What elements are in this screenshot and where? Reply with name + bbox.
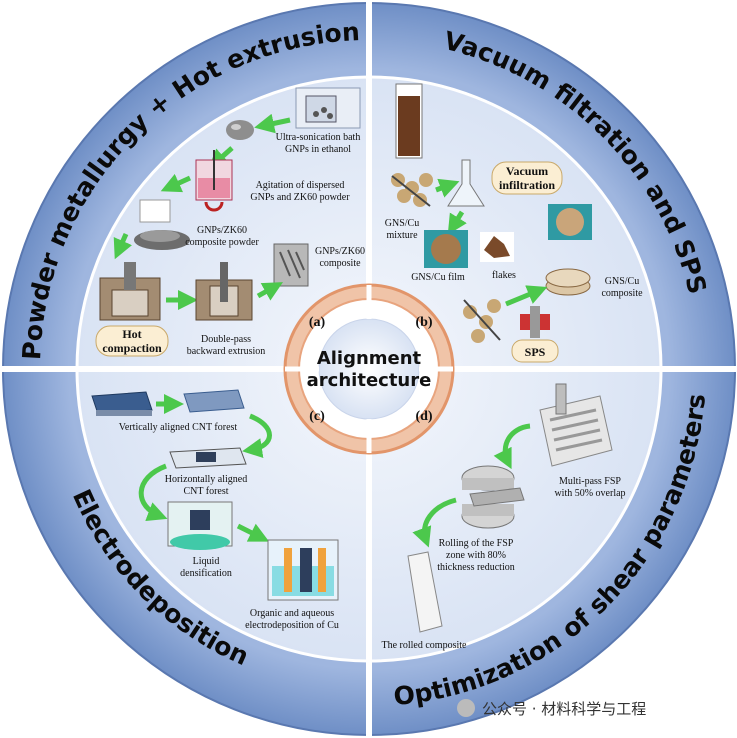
quadrant-letter-b: (b) [415,315,432,330]
arrow-b2 [447,210,467,235]
label-rolling-1: Rolling of the FSP [439,538,514,549]
composite-block-illustration [273,243,309,287]
quadrant-letter-c: (c) [309,409,325,424]
label-double-pass-1: Double-pass [201,334,251,345]
arrow-a1 [254,113,291,134]
label-gns-cu-film: GNS/Cu film [411,272,465,283]
label-vacuum-1: Vacuum [506,164,548,178]
agitation-beaker-illustration [195,150,233,212]
wechat-icon [457,699,475,717]
electrodeposition-cell-illustration [267,539,339,601]
label-agitation-1: Agitation of dispersed [256,180,345,191]
label-composite-powder-1: GNPs/ZK60 [197,225,247,236]
sps-disc-illustration [548,204,592,240]
filtration-flask-illustration [447,159,485,207]
arrow-d1 [493,423,531,470]
vertical-cnt-forest-illustration [91,391,153,416]
label-rolling-3: thickness reduction [437,562,514,573]
label-composite-powder-2: composite powder [185,237,259,248]
arrow-c2 [242,413,272,459]
label-liquid-1: Liquid [193,556,220,567]
label-ultrasonication-2: GNPs in ethanol [285,144,351,155]
watermark: 公众号 · 材料科学与工程 [457,699,646,718]
aligned-structure-illustration [463,299,501,343]
label-multipass-2: with 50% overlap [554,488,625,499]
label-liquid-2: densification [180,568,232,579]
label-sps: SPS [525,345,546,359]
label-composite-1: GNPs/ZK60 [315,246,365,257]
quadrant-letter-d: (d) [415,409,432,424]
label-composite-2: composite [319,258,361,269]
label-agitation-2: GNPs and ZK60 powder [250,192,350,203]
label-multipass-1: Multi-pass FSP [559,476,621,487]
quadrant-letter-a: (a) [309,315,326,330]
sps-tag [511,339,559,363]
quadrant-a: Ultra-sonication bath GNPs in ethanol Ag… [95,87,365,357]
filtration-tube-illustration [395,83,423,159]
quadrant-d: Multi-pass FSP with 50% overlap Rolling … [382,383,626,651]
hub-center [318,318,420,420]
arrow-a6 [256,282,283,301]
label-ultrasonication-1: Ultra-sonication bath [276,132,361,143]
extrusion-die-illustration [195,262,253,321]
label-hot-compaction-1: Hot [122,327,141,341]
cnt-forest-sheet-illustration [183,389,245,413]
horizontal-cnt-forest-illustration [169,447,247,469]
label-hot-compaction-2: compaction [102,341,162,355]
gns-cu-composite-illustration [545,268,591,296]
arrow-b1 [435,178,460,198]
label-organic-1: Organic and aqueous [250,608,334,619]
arrow-c3 [138,463,168,522]
gns-cu-mixture-illustration [391,173,433,207]
label-vertically-aligned: Vertically aligned CNT forest [119,422,238,433]
label-gns-cu-composite-1: GNS/Cu [605,276,639,287]
quadrant-b: GNS/Cu mixture Vacuum infiltration GNS/C… [385,83,643,363]
fsp-plate-illustration [539,383,613,467]
rolled-composite-illustration [407,551,443,633]
label-flakes: flakes [492,270,516,281]
label-rolled: The rolled composite [382,640,468,651]
hot-compaction-press-illustration [99,262,161,321]
ultrasonication-beaker-illustration [295,87,361,129]
label-organic-2: electrodeposition of Cu [245,620,339,631]
composite-powder-illustration [134,199,190,250]
sps-machine-illustration [520,306,550,338]
label-gns-cu-mixture-1: GNS/Cu [385,218,419,229]
label-rolling-2: zone with 80% [446,550,506,561]
label-vacuum-2: infiltration [499,178,555,192]
arrow-d2 [412,497,457,548]
hot-compaction-tag [95,325,169,357]
gns-cu-film-illustration [424,230,468,268]
vacuum-infiltration-tag [491,161,563,195]
label-double-pass-2: backward extrusion [187,346,266,357]
flakes-illustration [480,232,514,262]
rolling-mill-illustration [461,465,525,529]
label-horizontally-2: CNT forest [183,486,228,497]
label-horizontally-1: Horizontally aligned [165,474,247,485]
center-title-line1: Alignment [317,348,422,369]
arrow-a4 [113,232,133,260]
quadrant-c: Vertically aligned CNT forest Horizontal… [91,389,339,631]
watermark-text: 公众号 · 材料科学与工程 [482,700,646,718]
center-title-line2: architecture [307,370,432,391]
arrow-b3 [505,285,548,307]
label-gns-cu-mixture-2: mixture [386,230,418,241]
arrow-c4 [236,523,270,542]
arrow-a3 [160,173,192,193]
label-gns-cu-composite-2: composite [601,288,643,299]
gnp-flakes-illustration [226,120,254,140]
liquid-densification-illustration [167,501,233,550]
